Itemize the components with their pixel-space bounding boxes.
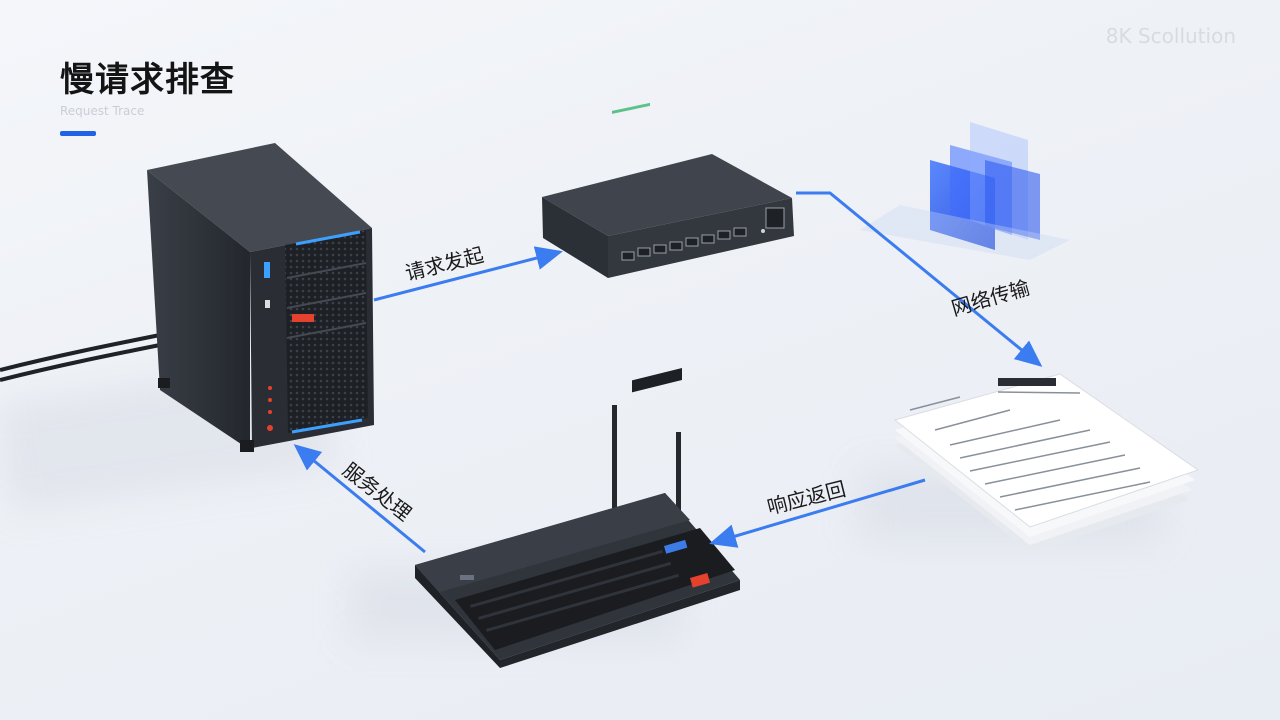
log-documents: [893, 373, 1200, 552]
arrow-response: [709, 478, 926, 548]
arrow-request: [373, 246, 563, 302]
arrow-network: [796, 191, 1043, 367]
data-layers: [860, 122, 1070, 260]
page-title: 慢请求排查: [60, 60, 235, 100]
network-switch: [542, 102, 794, 278]
title-accent-bar: [60, 131, 96, 136]
server-tower: [147, 143, 374, 452]
watermark: 8K Scollution: [1105, 24, 1236, 48]
arrow-service: [293, 444, 426, 554]
page-subtitle: Request Trace: [60, 104, 145, 118]
router-keyboard: [415, 367, 740, 668]
power-cable: [0, 333, 161, 382]
